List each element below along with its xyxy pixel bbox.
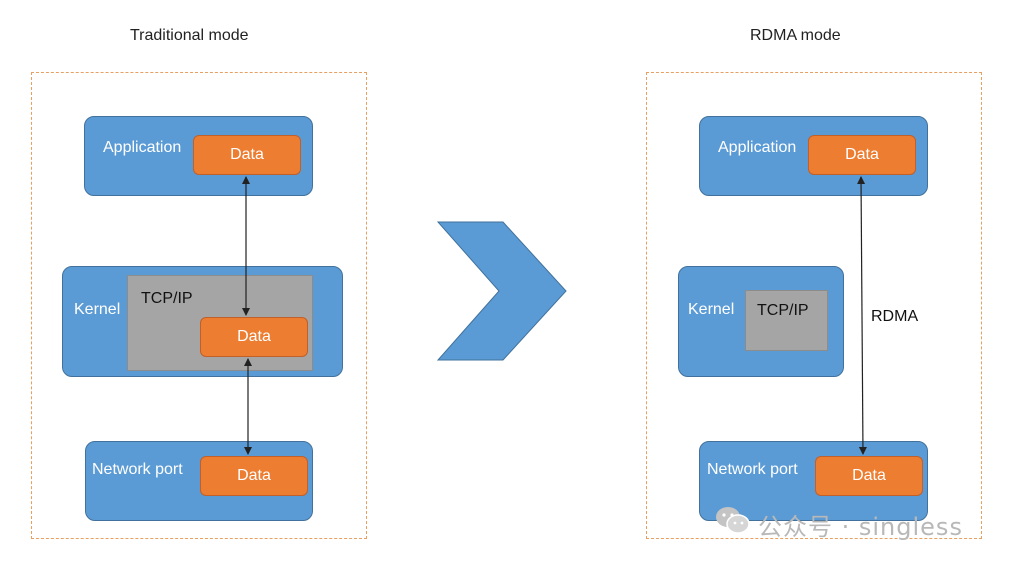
traditional-network-data-box: Data (200, 456, 308, 496)
traditional-application-data-box: Data (193, 135, 301, 175)
traditional-mode-frame (31, 72, 367, 539)
traditional-tcpip-label: TCP/IP (141, 290, 193, 307)
rdma-tcpip-label: TCP/IP (757, 302, 809, 319)
rdma-mode-title: RDMA mode (750, 27, 841, 44)
rdma-mode-frame (646, 72, 982, 539)
rdma-network-port-label: Network port (707, 461, 798, 478)
rdma-tcpip-box (745, 290, 828, 351)
watermark-text: 公众号 · singless (758, 513, 963, 541)
chevron-arrow-icon (436, 221, 567, 361)
traditional-application-label: Application (103, 139, 182, 156)
rdma-network-data-box: Data (815, 456, 923, 496)
traditional-mode-title: Traditional mode (130, 27, 249, 44)
traditional-kernel-label: Kernel (74, 301, 121, 318)
rdma-link-label: RDMA (871, 308, 919, 325)
rdma-app-network-arrow (857, 176, 867, 455)
traditional-kernel-data-box: Data (200, 317, 308, 357)
rdma-kernel-label: Kernel (688, 301, 735, 318)
rdma-application-label: Application (718, 139, 797, 156)
rdma-application-data-box: Data (808, 135, 916, 175)
traditional-network-port-label: Network port (92, 461, 183, 478)
wechat-icon (714, 505, 750, 535)
